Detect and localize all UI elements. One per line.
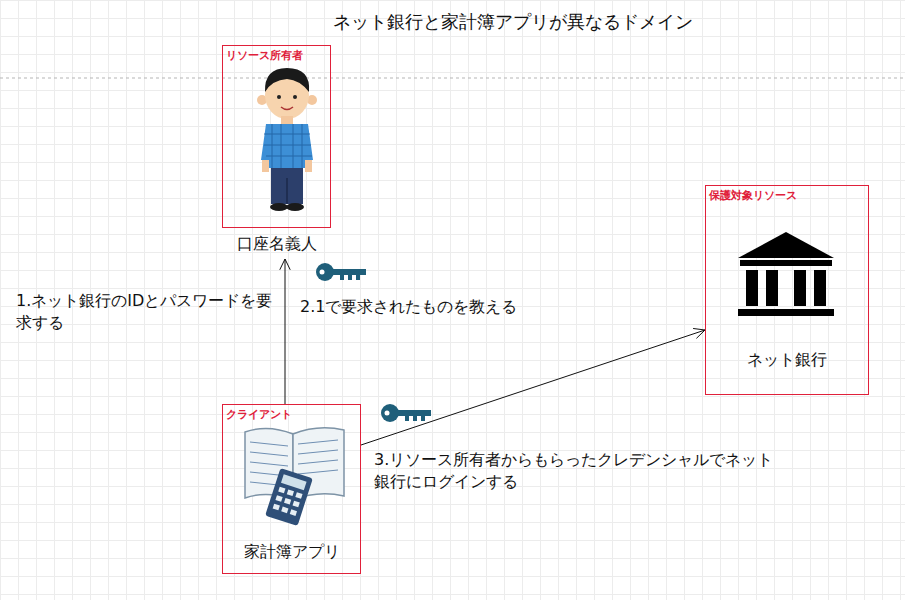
ledger-illustration [245, 428, 344, 526]
flow-arrow [280, 259, 290, 404]
step-note: 2.1で要求されたものを教える [300, 296, 517, 318]
resource-box: 保護対象リソースネット銀行 [705, 185, 869, 395]
role-tag: クライアント [226, 407, 292, 422]
diagram-title: ネット銀行と家計簿アプリが異なるドメイン [333, 10, 693, 34]
flow-arrow [361, 328, 705, 445]
bank-icon [738, 232, 834, 316]
node-name: ネット銀行 [705, 350, 869, 371]
edge-label: 3.リソース所有者からもらったクレデンシャルでネット銀行にログインする [374, 449, 774, 492]
red-frame [222, 45, 331, 228]
edge-label: 1.ネット銀行のIDとパスワードを要求する [16, 290, 278, 333]
person-illustration [257, 68, 317, 211]
domain-divider [0, 78, 905, 79]
role-tag: 保護対象リソース [709, 188, 797, 203]
node-name: 家計簿アプリ [222, 542, 361, 563]
resource-box: クライアント家計簿アプリ [222, 404, 361, 574]
key-icon [316, 263, 366, 281]
resource-box: リソース所有者口座名義人 [222, 45, 331, 259]
node-name: 口座名義人 [222, 234, 331, 255]
key-icon [381, 404, 431, 422]
role-tag: リソース所有者 [226, 48, 303, 63]
